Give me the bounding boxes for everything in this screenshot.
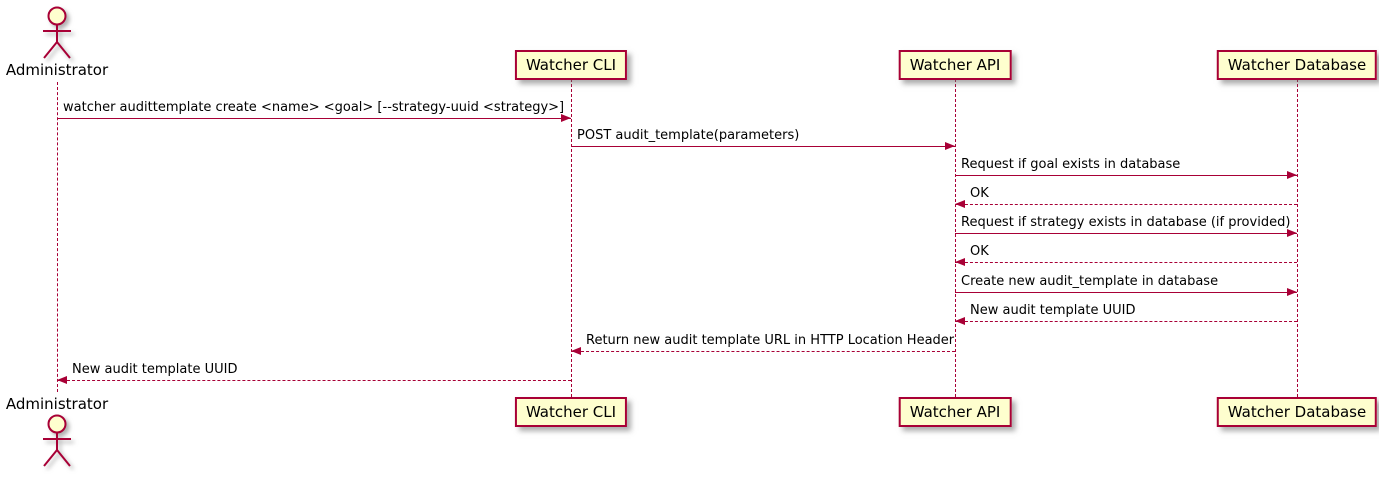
message-arrowhead-icon [955, 317, 965, 325]
message-label: Create new audit_template in database [961, 274, 1219, 289]
participant-box: Watcher Database [1216, 50, 1378, 80]
participant-box: Watcher Database [1216, 397, 1378, 427]
actor-label: Administrator [5, 395, 109, 413]
message-line [955, 321, 1297, 322]
message-line [955, 204, 1297, 205]
message-line [571, 146, 955, 147]
message-line [57, 118, 571, 119]
lifeline [1297, 79, 1298, 397]
lifeline [57, 82, 58, 392]
message-arrowhead-icon [1287, 229, 1297, 237]
message-label: watcher audittemplate create <name> <goa… [63, 100, 565, 115]
message-arrowhead-icon [955, 200, 965, 208]
message-line [955, 292, 1297, 293]
message-label: New audit template UUID [970, 303, 1136, 318]
message-label: Return new audit template URL in HTTP Lo… [586, 333, 955, 348]
message-label: OK [970, 244, 989, 259]
actor-label: Administrator [5, 61, 109, 79]
message-line [955, 262, 1297, 263]
message-arrowhead-icon [57, 376, 67, 384]
actor-icon [38, 413, 76, 471]
message-line [955, 233, 1297, 234]
message-label: OK [970, 186, 989, 201]
lifeline [571, 79, 572, 397]
message-label: New audit template UUID [72, 362, 238, 377]
message-arrowhead-icon [1287, 171, 1297, 179]
actor-icon [38, 5, 76, 63]
participant-box: Watcher API [898, 50, 1012, 80]
participant-box: Watcher CLI [514, 50, 628, 80]
message-arrowhead-icon [945, 142, 955, 150]
message-line [57, 380, 571, 381]
message-label: POST audit_template(parameters) [577, 128, 800, 143]
message-arrowhead-icon [571, 347, 581, 355]
message-label: Request if goal exists in database [961, 157, 1181, 172]
message-line [955, 175, 1297, 176]
message-line [571, 351, 955, 352]
participant-box: Watcher API [898, 397, 1012, 427]
message-arrowhead-icon [955, 258, 965, 266]
message-label: Request if strategy exists in database (… [961, 215, 1291, 230]
message-arrowhead-icon [1287, 288, 1297, 296]
participant-box: Watcher CLI [514, 397, 628, 427]
lifeline [955, 79, 956, 397]
message-arrowhead-icon [561, 114, 571, 122]
